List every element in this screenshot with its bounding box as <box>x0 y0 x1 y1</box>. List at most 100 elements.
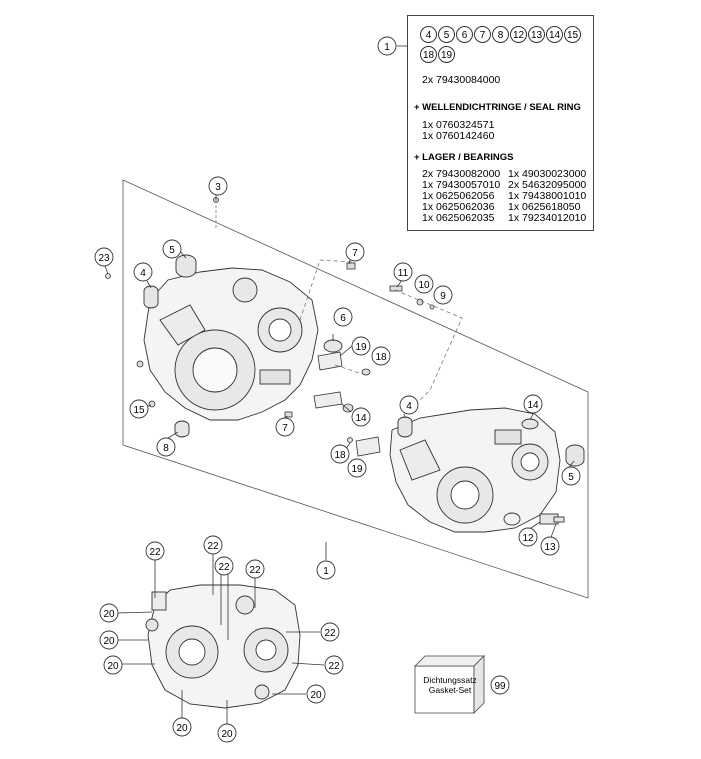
bearing-item: 1x 49030023000 <box>508 168 587 180</box>
bearing-item: 1x 0625062036 <box>422 201 495 213</box>
gasket-kit-line2: Gasket-Set <box>428 685 472 695</box>
callout-11 <box>393 262 413 282</box>
bearing-item: 1x 79234012010 <box>508 212 587 224</box>
callout-8 <box>156 437 176 457</box>
callout-7b <box>275 417 295 437</box>
part-sleeves-right <box>397 416 585 526</box>
callout-20f-label: 20 <box>221 729 233 740</box>
part-sleeves-left <box>143 254 343 438</box>
callout-7b-label: 7 <box>282 423 288 434</box>
callout-14a-label: 14 <box>355 413 367 424</box>
callout-20c <box>103 655 123 675</box>
callout-12 <box>518 527 538 547</box>
callout-20c-label: 20 <box>107 661 119 672</box>
callout-labels: 1 3 5 23 4 7 11 10 9 6 19 18 15 8 7 14 4… <box>98 42 574 740</box>
guide-lines <box>299 259 463 406</box>
callout-13 <box>540 536 560 556</box>
bearing-item: 2x 79430082000 <box>422 168 501 180</box>
callout-14a <box>351 407 371 427</box>
callout-22e-label: 22 <box>324 628 336 639</box>
callout-14b <box>523 394 543 414</box>
callout-22c <box>214 556 234 576</box>
gasket-kit-label: Dichtungssatz Gasket-Set <box>419 675 481 695</box>
callout-6-label: 6 <box>340 313 346 324</box>
callout-99 <box>490 675 510 695</box>
callout-20b-label: 20 <box>103 636 115 647</box>
callout-23 <box>94 247 114 267</box>
callout-14b-label: 14 <box>527 400 539 411</box>
legend-circle: 8 <box>492 26 509 43</box>
seal-ring-header: + WELLENDICHTRINGE / SEAL RING <box>414 102 581 113</box>
callout-3 <box>208 176 228 196</box>
callout-4a-label: 4 <box>140 268 146 279</box>
callout-10 <box>414 274 434 294</box>
legend-circle: 4 <box>420 26 437 43</box>
callout-6 <box>333 307 353 327</box>
callout-7a <box>345 242 365 262</box>
callout-4b-label: 4 <box>406 401 412 412</box>
callout-18a <box>371 346 391 366</box>
legend-circle: 14 <box>546 26 563 43</box>
callout-4a <box>133 262 153 282</box>
bearing-item: 1x 79430057010 <box>422 179 501 191</box>
callout-5a <box>162 239 182 259</box>
callout-1-main-label: 1 <box>323 566 329 577</box>
callout-20d-label: 20 <box>310 690 322 701</box>
bearings-header: + LAGER / BEARINGS <box>414 152 514 163</box>
legend-circle: 6 <box>456 26 473 43</box>
callout-18a-label: 18 <box>375 352 387 363</box>
callout-5b <box>561 466 581 486</box>
callout-22a-label: 22 <box>149 547 161 558</box>
lower-detail-crankcase <box>145 584 301 709</box>
gasket-kit-line1: Dichtungssatz <box>423 675 477 685</box>
legend-circle: 5 <box>438 26 455 43</box>
callout-11-label: 11 <box>398 268 409 279</box>
callout-23-label: 23 <box>98 253 110 264</box>
callout-22f-label: 22 <box>328 661 340 672</box>
callout-19b-label: 19 <box>351 464 363 475</box>
legend-circle: 18 <box>420 46 437 63</box>
legend-circle: 19 <box>438 46 455 63</box>
callout-22b-label: 22 <box>207 541 219 552</box>
seal-item: 1x 0760324571 <box>422 119 495 131</box>
bearing-item: 1x 0625618050 <box>508 201 581 213</box>
legend-circle: 15 <box>564 26 581 43</box>
callout-20e <box>172 717 192 737</box>
callout-20f <box>217 723 237 743</box>
callout-9 <box>433 285 453 305</box>
callout-22c-label: 22 <box>218 562 230 573</box>
callout-22b <box>203 535 223 555</box>
bearing-item: 1x 0625062056 <box>422 190 495 202</box>
right-crankcase-half <box>389 407 561 533</box>
seal-item: 1x 0760142460 <box>422 130 495 142</box>
callout-22d <box>245 559 265 579</box>
callout-13-label: 13 <box>544 542 556 553</box>
legend-qty-line: 2x 79430084000 <box>422 74 501 86</box>
bearing-item: 2x 54632095000 <box>508 179 587 191</box>
callout-20b <box>99 630 119 650</box>
callout-19b <box>347 458 367 478</box>
callout-10-label: 10 <box>418 280 430 291</box>
callout-18b <box>330 444 350 464</box>
callout-5b-label: 5 <box>568 472 574 483</box>
callout-22e <box>320 622 340 642</box>
small-parts <box>105 197 435 457</box>
callout-1-legend-label: 1 <box>384 42 390 53</box>
legend-circle: 12 <box>510 26 527 43</box>
legend-circle: 7 <box>474 26 491 43</box>
callout-circles <box>94 36 581 743</box>
callout-19a-label: 19 <box>355 342 367 353</box>
callout-20a <box>99 603 119 623</box>
legend-circle: 13 <box>528 26 545 43</box>
bearing-item: 1x 0625062035 <box>422 212 495 224</box>
callout-99-label: 99 <box>494 681 506 692</box>
callout-20e-label: 20 <box>176 723 188 734</box>
left-crankcase-half <box>143 267 319 421</box>
callout-22f <box>324 655 344 675</box>
callout-15 <box>129 399 149 419</box>
callout-8-label: 8 <box>163 443 169 454</box>
callout-5a-label: 5 <box>169 245 175 256</box>
